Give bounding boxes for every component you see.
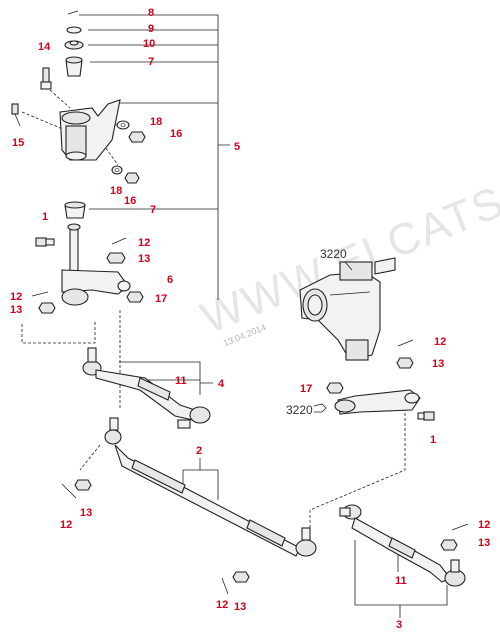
dash-left-arm [21,322,96,344]
callout-12: 12 [434,336,446,348]
callout-11: 11 [395,575,407,587]
tie-rod-end-4 [82,347,211,429]
dash-bolt-14 [49,89,71,109]
arm-ref-label: 3220 [286,403,313,417]
tie-rod-end-3 [339,504,466,587]
nut-13-e [232,571,250,583]
callout-10: 10 [143,38,155,50]
idler-arm-6 [61,223,131,306]
callout-15: 15 [12,137,24,149]
cotter-pin-12-a [111,237,127,245]
bolt-1-b [417,411,435,421]
callout-13: 13 [234,601,246,613]
dash-right-arm [309,408,406,535]
washer-9 [66,26,82,34]
callout-16: 16 [170,128,182,140]
callout-1: 1 [430,434,436,446]
bolt-14 [40,67,52,90]
callout-11: 11 [175,375,187,387]
leader-5 [79,14,230,300]
callout-18: 18 [110,185,122,197]
callout-1: 1 [42,211,48,223]
nut-17-a [126,291,144,303]
callout-17: 17 [300,383,312,395]
callout-7: 7 [148,56,154,68]
callout-8: 8 [148,7,154,19]
callout-7: 7 [150,204,156,216]
callout-6: 6 [167,274,173,286]
callout-14: 14 [38,41,51,53]
bolt-15 [11,103,21,127]
callout-13: 13 [80,507,92,519]
cotter-pin-8 [67,10,79,15]
idler-bracket [59,99,121,161]
cotter-pin-12-c [397,339,414,347]
callout-9: 9 [148,23,154,35]
callout-2: 2 [196,445,202,457]
nut-13-b [38,302,56,314]
steering-gearbox [299,257,396,361]
callout-13: 13 [138,253,150,265]
nut-16-b [124,172,140,184]
callout-16: 16 [124,195,136,207]
bolt-1-a [35,237,55,247]
bushing-7-bottom [64,201,86,219]
callout-18: 18 [150,116,162,128]
callout-12: 12 [216,599,228,611]
callout-17: 17 [155,293,167,305]
nut-13-c [396,357,414,369]
nut-13-d [74,479,92,491]
bushing-7-top [65,56,83,77]
nut-10 [64,40,84,50]
nut-13-a [106,252,126,264]
callout-3: 3 [396,619,402,631]
cotter-pin-12-d [61,483,77,499]
callout-12: 12 [138,237,150,249]
washer-18-b [111,165,123,175]
callout-4: 4 [218,378,225,390]
pitman-arm [334,389,421,415]
center-link-2 [104,417,317,557]
nut-13-f [440,539,458,551]
leader-3 [354,540,448,618]
dash-left-end [79,444,101,471]
cotter-pin-12-f [451,523,469,531]
cotter-pin-12-e [221,577,229,595]
gearbox-ref-label: 3220 [320,247,347,261]
callout-13: 13 [478,537,490,549]
washer-18-a [116,120,130,130]
nut-17-b [326,382,344,394]
callout-13: 13 [432,358,444,370]
callout-12: 12 [10,291,22,303]
cotter-pin-12-b [31,291,49,297]
callout-5: 5 [234,141,240,153]
arm-ref-arrow [313,403,327,413]
callout-12: 12 [60,519,72,531]
nut-16-a [128,131,146,143]
gearbox-ref-leader [344,261,353,271]
dash-bolt-15 [21,111,66,131]
callout-13: 13 [10,304,22,316]
callout-12: 12 [478,519,490,531]
